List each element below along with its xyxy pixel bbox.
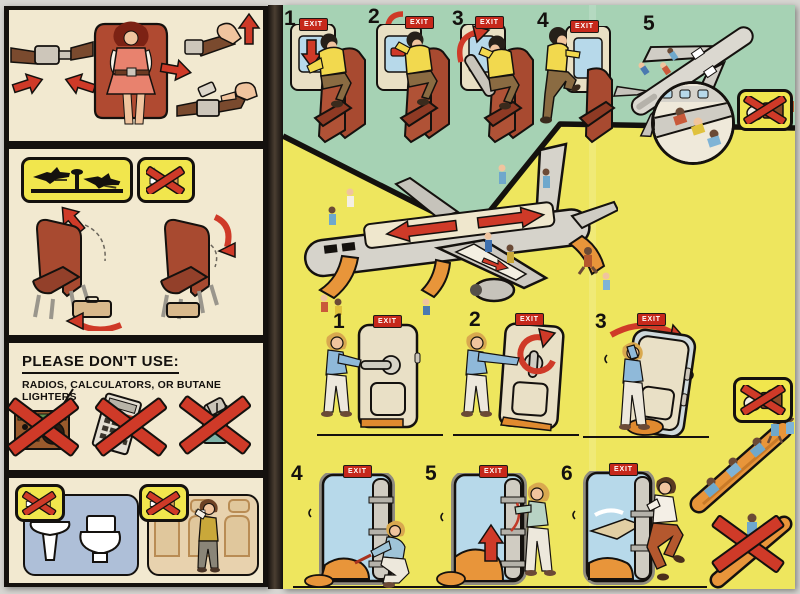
- standing-passenger: [194, 499, 220, 573]
- woman-figure: [321, 332, 362, 417]
- wing-edge-inset: [651, 81, 735, 165]
- exit-sign: EXIT: [609, 463, 638, 476]
- buckle-insert-icon: [10, 41, 97, 95]
- climbing-man: [540, 27, 581, 124]
- seats-upright-illustration: [32, 206, 236, 331]
- no-smoking-icon: [146, 166, 185, 194]
- swing-door-open-illustration: [583, 322, 709, 438]
- crouching-woman: [354, 520, 410, 588]
- exit-sign: EXIT: [373, 315, 402, 328]
- door-step-6: 6 EXIT: [561, 457, 711, 589]
- right-page: 1 EXIT: [283, 5, 795, 589]
- passenger-fastening-belt-icon: [93, 21, 169, 125]
- grasp-handle-illustration: [317, 323, 443, 436]
- position-slide-pack-illustration: [293, 473, 437, 588]
- overwing-step-1: 1 EXIT: [283, 8, 369, 144]
- seated-man: [394, 31, 438, 106]
- exit-sign: EXIT: [637, 313, 666, 326]
- overwing-step-5: 5: [613, 7, 795, 167]
- woman-figure: [461, 332, 520, 417]
- step-number: 4: [537, 9, 549, 32]
- left-page: PLEASE DON'T USE: RADIOS, CALCULATORS, O…: [4, 6, 268, 587]
- dont-use-items: RADIOS, CALCULATORS, OR BUTANE LIGHTERS: [22, 379, 222, 403]
- step-number: 1: [333, 310, 345, 333]
- panel-seat-prep: [9, 149, 263, 335]
- release-buckle-icon: [176, 81, 258, 117]
- page-fold: [268, 5, 283, 589]
- hatch-removal-illustration: [376, 24, 450, 144]
- step-number: 6: [561, 462, 573, 485]
- no-luggage-badge: [733, 377, 793, 423]
- door-step-3: 3 EXIT: [581, 311, 711, 441]
- door-step-4: 4 EXIT: [291, 459, 441, 589]
- climb-through-illustration: [540, 26, 616, 144]
- exit-sign: EXIT: [299, 18, 328, 31]
- door-step-2: 2 EXIT: [451, 309, 581, 441]
- exit-sign: EXIT: [405, 16, 434, 29]
- running-evacuee: [577, 247, 599, 275]
- sliding-people: [703, 437, 766, 498]
- crossed-suitcase-icon: [743, 96, 787, 124]
- sliding-people: [673, 107, 722, 148]
- step-number: 1: [284, 7, 296, 30]
- exit-sign: EXIT: [479, 465, 508, 478]
- slide-off-wing-closeup: [654, 84, 732, 162]
- no-smoking-badge: [139, 484, 189, 522]
- standing-woman: [514, 482, 556, 576]
- rotate-handle-illustration: [453, 322, 579, 436]
- tighten-strap-icon: [184, 12, 261, 57]
- takeoff-landing-badge: [21, 157, 133, 203]
- exit-sign: EXIT: [343, 465, 372, 478]
- door-step-1: 1 EXIT: [315, 311, 445, 441]
- pull-strap-arrow: [159, 58, 193, 82]
- crossed-suitcase-icon: [740, 385, 786, 415]
- panel-dont-use: PLEASE DON'T USE: RADIOS, CALCULATORS, O…: [9, 343, 263, 470]
- no-smoking-badge: [137, 157, 195, 203]
- panel-no-smoking-areas: [9, 478, 263, 583]
- step-number: 5: [425, 462, 437, 485]
- x-mark: [178, 395, 252, 455]
- page-crease: [589, 5, 596, 589]
- dont-use-title: PLEASE DON'T USE:: [22, 353, 180, 374]
- slide-correct-scene: [689, 418, 794, 514]
- overwing-step-4: 4 EXIT: [536, 10, 622, 146]
- overwing-step-2: 2 EXIT: [367, 6, 453, 144]
- step-number: 5: [643, 12, 655, 35]
- lift-hatch-illustration: [457, 24, 534, 144]
- seat-tray-up-icon: [160, 214, 236, 320]
- evacuation-overview-plane: [303, 142, 618, 315]
- no-luggage-badge: [737, 89, 793, 131]
- lavatory-icon: [29, 515, 121, 563]
- overwing-step-3: 3 EXIT: [451, 8, 537, 144]
- jump-onto-slide-illustration: [563, 471, 707, 588]
- panel-seatbelt: [9, 10, 263, 141]
- door-step-5: 5 EXIT: [425, 459, 575, 589]
- takeoff-landing-icon: [31, 167, 123, 193]
- step-number: 2: [368, 5, 380, 28]
- pull-handle-illustration: [290, 24, 366, 144]
- x-mark: [9, 397, 80, 457]
- prohibited-items-illustration: [9, 388, 252, 457]
- x-mark: [94, 397, 168, 457]
- seated-man: [306, 33, 352, 108]
- no-smoking-badge: [15, 484, 65, 522]
- exit-sign: EXIT: [515, 313, 544, 326]
- no-smoking-icon: [146, 491, 181, 515]
- evacuees: [320, 164, 610, 315]
- step-number: 3: [595, 310, 607, 333]
- step-number: 4: [291, 462, 303, 485]
- pull-inflation-handle-illustration: [427, 473, 571, 588]
- seated-man: [478, 35, 520, 110]
- step-number: 2: [469, 308, 481, 331]
- seat-upright-stow-icon: [32, 206, 123, 331]
- woman-figure: [619, 342, 650, 430]
- exit-sign: EXIT: [570, 20, 599, 33]
- x-mark: [711, 515, 785, 573]
- running-man: [646, 477, 685, 581]
- step-number: 3: [452, 7, 464, 30]
- exit-sign: EXIT: [475, 16, 504, 29]
- slide-incorrect-scene: [709, 513, 793, 589]
- seatbelt-instructions-illustration: [10, 12, 261, 125]
- no-smoking-icon: [22, 491, 57, 515]
